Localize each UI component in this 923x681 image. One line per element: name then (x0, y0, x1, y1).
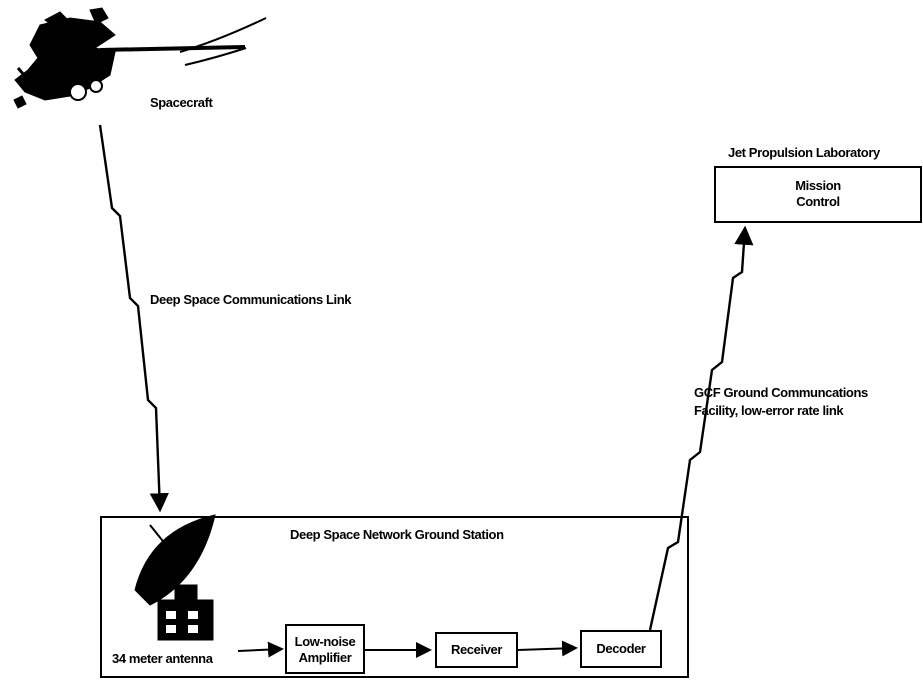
ground-station-box (100, 516, 689, 678)
deep-space-link-label: Deep Space Communications Link (150, 292, 352, 307)
dish-antenna-icon (134, 514, 216, 641)
receiver-box: Receiver (435, 632, 518, 668)
deep-space-link-line (98, 124, 169, 513)
decoder-label: Decoder (596, 641, 646, 656)
antenna-label: 34 meter antenna (112, 651, 213, 666)
ground-station-title: Deep Space Network Ground Station (290, 527, 504, 542)
spacecraft-label: Spacecraft (150, 95, 213, 110)
mission-control-line1: Mission (795, 178, 841, 193)
spacecraft-icon (13, 7, 267, 109)
gcf-link-label-line1: GCF Ground Communcations (694, 385, 868, 400)
antenna-to-lna-arrow (237, 641, 284, 658)
low-noise-amplifier-box: Low-noise Amplifier (285, 624, 365, 674)
jpl-title: Jet Propulsion Laboratory (728, 145, 880, 160)
receiver-label: Receiver (450, 642, 502, 657)
receiver-to-decoder-arrow (517, 640, 578, 657)
gcf-link-label-line2: Facility, low-error rate link (694, 403, 844, 418)
decoder-box: Decoder (580, 630, 662, 668)
lna-line2: Amplifier (298, 650, 352, 665)
mission-control-line2: Control (796, 194, 840, 209)
mission-control-box: Mission Control (714, 166, 922, 223)
gcf-link-line (648, 225, 754, 631)
lna-line1: Low-noise (294, 634, 356, 649)
